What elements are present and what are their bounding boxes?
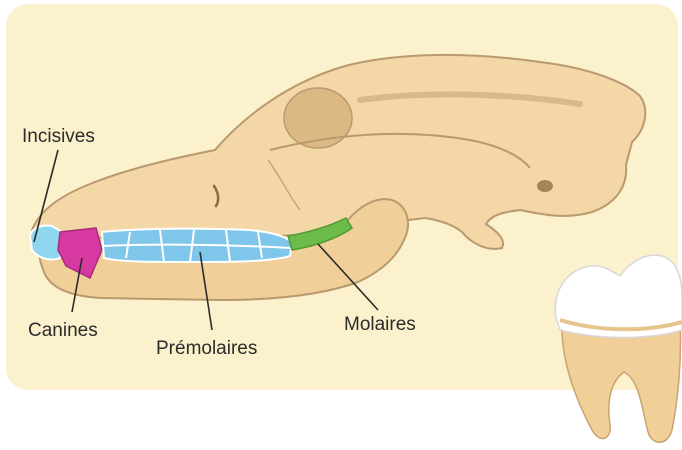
ear-opening <box>537 180 553 192</box>
label-canines: Canines <box>28 320 98 341</box>
label-premolaires: Prémolaires <box>156 338 257 359</box>
label-molaires: Molaires <box>344 314 416 335</box>
eye-orbit <box>284 88 352 148</box>
molar-tooth-illustration <box>555 255 682 442</box>
label-incisives: Incisives <box>22 126 95 147</box>
